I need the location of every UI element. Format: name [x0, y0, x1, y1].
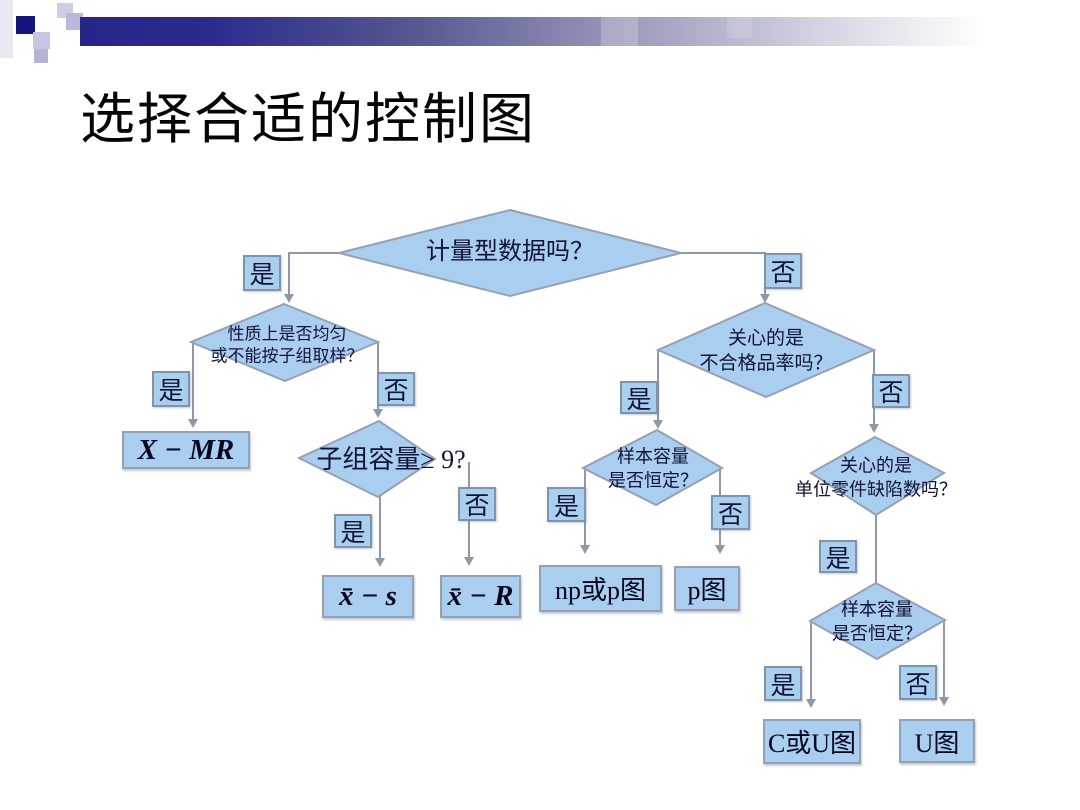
decision-text-line: 子组容量≥ 9? — [316, 444, 466, 474]
arrowhead — [580, 545, 590, 554]
decision-diamond-d1 — [338, 208, 682, 298]
result-box-p: p图 — [674, 566, 740, 611]
decision-diamond-d7 — [807, 581, 948, 661]
arrowhead — [939, 697, 949, 706]
deco-square-faint-1 — [601, 11, 638, 47]
arrowhead — [806, 699, 816, 708]
branch-label-no-d2: 否 — [377, 372, 415, 406]
branch-label-no-d5: 否 — [711, 495, 750, 530]
decision-text-line: 计量型数据吗？ — [426, 239, 594, 266]
branch-label-yes-d6: 是 — [819, 540, 857, 573]
deco-square-navy — [16, 16, 35, 34]
result-box-np-or-p: np或p图 — [539, 565, 662, 612]
decision-text-d1: 计量型数据吗？ — [426, 237, 594, 269]
decision-text-line: 是否恒定？ — [832, 623, 922, 643]
decision-text-line: 是否恒定？ — [608, 470, 698, 490]
deco-strip — [0, 0, 13, 58]
deco-square-faint-2 — [727, 14, 752, 38]
decision-text-d2: 性质上是否均匀 或不能按子组取样？ — [211, 324, 364, 369]
decision-text-line: 或不能按子组取样？ — [210, 347, 364, 366]
decision-text-d4: 关心的是 不合格品率吗？ — [699, 326, 832, 376]
branch-label-yes-d3: 是 — [334, 514, 372, 548]
result-box-x-mr: X − MR — [122, 431, 250, 469]
result-box-xbar-s: x̄ − s — [322, 575, 414, 618]
branch-label-no-d3: 否 — [458, 487, 496, 521]
page-title: 选择合适的控制图 — [80, 89, 537, 150]
decision-diamond-d3 — [296, 419, 437, 499]
decision-text-line: 样本容量 — [617, 446, 689, 467]
arrowhead — [188, 419, 198, 428]
branch-label-no-d7: 否 — [899, 665, 937, 700]
arrowhead — [464, 557, 474, 566]
arrowhead — [653, 420, 663, 429]
result-box-xbar-r: x̄ − R — [440, 575, 521, 618]
branch-label-yes-d7: 是 — [764, 666, 802, 701]
decision-text-d5: 样本容量 是否恒定？ — [608, 445, 698, 493]
arrowhead — [284, 294, 294, 303]
arrowhead — [869, 424, 879, 433]
connector-d1-yes — [288, 252, 339, 294]
arrowhead — [373, 409, 383, 418]
branch-label-yes-d4: 是 — [620, 381, 658, 414]
decision-text-d7: 样本容量 是否恒定？ — [832, 598, 922, 646]
decision-diamonds — [188, 208, 948, 661]
header-gradient-bar — [80, 17, 1012, 46]
deco-square-lavender-4 — [66, 13, 83, 30]
result-box-c-or-u: C或U图 — [763, 719, 861, 764]
decision-diamond-d4 — [655, 301, 877, 399]
arrowheads — [188, 294, 949, 708]
deco-square-lavender-2 — [34, 49, 48, 63]
decision-text-line: 关心的是 — [840, 455, 912, 476]
branch-label-yes-d2: 是 — [152, 371, 190, 407]
connector-d1-no — [681, 252, 766, 294]
arrowhead — [760, 294, 770, 303]
decision-text-line: 不合格品率吗？ — [699, 353, 833, 374]
branch-label-no-d1: 否 — [764, 253, 802, 289]
decision-text-line: 单位零件缺陷数吗？ — [795, 479, 957, 499]
arrowhead — [715, 545, 725, 554]
decision-diamond-d2 — [188, 302, 381, 383]
branch-label-no-d4: 否 — [872, 374, 910, 408]
deco-square-lavender-1 — [33, 32, 50, 49]
decision-text-line: 关心的是 — [727, 327, 805, 349]
decision-text-d3: 子组容量≥ 9? — [316, 443, 465, 477]
result-box-u: U图 — [899, 719, 975, 763]
decision-text-d6: 关心的是 单位零件缺陷数吗？ — [795, 454, 957, 502]
decision-text-line: 性质上是否均匀 — [227, 324, 347, 344]
decision-diamond-d6 — [809, 435, 947, 517]
arrowhead — [375, 558, 385, 567]
decision-diamond-d5 — [580, 428, 725, 507]
branch-label-yes-d1: 是 — [243, 255, 281, 291]
branch-label-yes-d5: 是 — [547, 487, 586, 522]
decision-text-line: 样本容量 — [841, 599, 913, 620]
